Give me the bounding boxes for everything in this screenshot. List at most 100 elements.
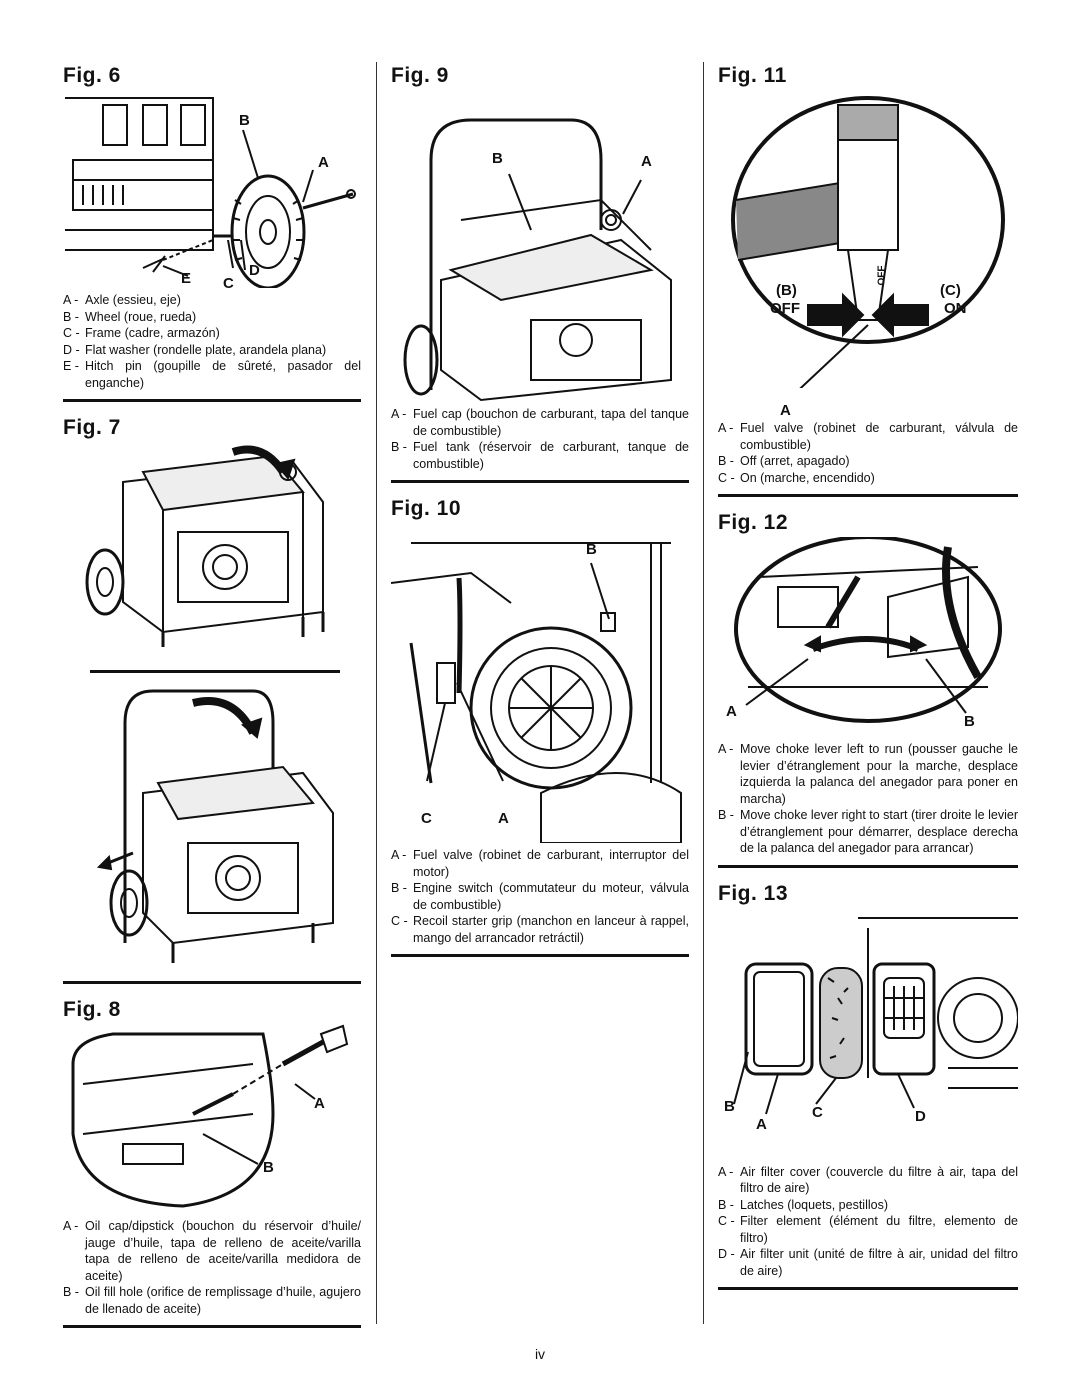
callout-b: B	[586, 541, 597, 558]
callout-a: A	[726, 703, 737, 720]
legend-item: C -Recoil starter grip (manchon en lance…	[391, 914, 689, 945]
oil-fill-drawing	[71, 1024, 349, 1208]
figure-6-illustration: B A E C D	[63, 90, 361, 292]
legend-item: A -Fuel cap (bouchon de carburant, tapa …	[391, 407, 689, 438]
fuel-valve-drawing	[731, 96, 1005, 388]
section-rule	[718, 494, 1018, 497]
legend-item: B -Latches (loquets, pestillos)	[718, 1197, 888, 1212]
figure-8-illustration: A B	[63, 1024, 361, 1214]
legend-item: D -Flat washer (rondelle plate, arandela…	[63, 342, 327, 357]
column-middle: Fig. 9 B A A -	[391, 62, 689, 969]
section-rule	[63, 981, 361, 984]
figure-11-legend: A -Fuel valve (robinet de carburant, vál…	[718, 420, 1018, 486]
section-rule	[63, 399, 361, 402]
wheel-assembly-drawing	[65, 97, 356, 288]
legend-item: D -Air filter unit (unité de filtre à ai…	[718, 1247, 1018, 1278]
figure-10-illustration: B C A	[391, 523, 689, 843]
figure-11: Fig. 11 OFF (B) OFF (C) ON A	[718, 62, 1018, 497]
callout-on: ON	[944, 300, 967, 317]
figure-7-illustration-tilted	[63, 683, 361, 973]
legend-item: B -Engine switch (commutateur du moteur,…	[391, 881, 689, 912]
legend-item: B -Move choke lever right to start (tire…	[718, 808, 1018, 855]
figure-8-title: Fig. 8	[63, 998, 121, 1021]
callout-a: A	[756, 1115, 767, 1133]
legend-item: A -Oil cap/dipstick (bouchon du réservoi…	[63, 1219, 361, 1283]
generator-upright-drawing	[85, 445, 325, 647]
figure-9-title: Fig. 9	[391, 64, 449, 87]
figure-12-title: Fig. 12	[718, 511, 789, 534]
figure-7-title: Fig. 7	[63, 416, 121, 439]
callout-a: A	[314, 1095, 325, 1112]
legend-item: C -Frame (cadre, armazón)	[63, 326, 220, 340]
figure-13-title: Fig. 13	[718, 881, 789, 905]
callout-b: B	[492, 150, 503, 167]
legend-item: C -Filter element (élément du filtre, el…	[718, 1214, 1018, 1245]
legend-item: B -Wheel (roue, rueda)	[63, 309, 197, 324]
callout-a: A	[780, 402, 791, 419]
column-right: Fig. 11 OFF (B) OFF (C) ON A	[718, 62, 1018, 1302]
section-rule	[718, 864, 1018, 868]
column-divider-right	[703, 62, 704, 1324]
callout-c: (C)	[940, 282, 961, 299]
column-divider-left	[376, 62, 377, 1324]
page-number: iv	[534, 1346, 546, 1362]
figure-7-illustration-upright	[63, 442, 361, 652]
figure-9-illustration: B A	[391, 90, 689, 402]
callout-b: B	[263, 1159, 274, 1176]
legend-item: B -Fuel tank (réservoir de carburant, ta…	[391, 440, 689, 471]
callout-a: A	[318, 154, 329, 171]
choke-lever-drawing	[734, 537, 1002, 723]
callout-d: D	[249, 262, 260, 279]
section-rule	[391, 480, 689, 483]
air-filter-drawing	[733, 916, 1018, 1114]
callout-b: B	[964, 713, 975, 730]
legend-item: A -Air filter cover (couvercle du filtre…	[718, 1164, 1018, 1196]
callout-c: C	[421, 810, 432, 827]
figure-8: Fig. 8 A B A -Oil cap/dipstick (bouc	[63, 996, 361, 1328]
figure-6-legend: A -Axle (essieu, eje) B -Wheel (roue, ru…	[63, 292, 361, 391]
figure-10-title: Fig. 10	[391, 497, 462, 520]
column-left: Fig. 6	[63, 62, 361, 1340]
figure-10: Fig. 10	[391, 495, 689, 957]
figure-10-legend: A -Fuel valve (robinet de carburant, int…	[391, 847, 689, 946]
legend-item: A -Move choke lever left to run (pousser…	[718, 742, 1018, 806]
callout-off: OFF	[770, 300, 800, 317]
figure-9: Fig. 9 B A A -	[391, 62, 689, 483]
fuel-tank-drawing	[403, 118, 672, 402]
figure-12-illustration: A B	[718, 537, 1018, 733]
callout-a: A	[641, 153, 652, 170]
figure-7-inner-rule	[90, 670, 340, 673]
callout-b: B	[724, 1097, 735, 1115]
fuel-valve-off-label: OFF	[876, 265, 888, 286]
figure-11-illustration: OFF (B) OFF (C) ON A	[718, 90, 1018, 419]
callout-b: (B)	[776, 282, 797, 299]
legend-item: E -Hitch pin (goupille de sûreté, pasado…	[63, 359, 361, 390]
legend-item: C -On (marche, encendido)	[718, 470, 875, 485]
callout-a: A	[498, 810, 509, 827]
legend-item: A -Fuel valve (robinet de carburant, int…	[391, 848, 689, 879]
callout-b: B	[239, 112, 250, 129]
figure-13-illustration: B A C D	[718, 908, 1018, 1152]
generator-tilting-drawing	[96, 689, 334, 963]
legend-item: B -Oil fill hole (orifice de remplissage…	[63, 1285, 361, 1316]
figure-7: Fig. 7	[63, 414, 361, 984]
figure-13: Fig. 13	[718, 880, 1018, 1290]
legend-item: A -Fuel valve (robinet de carburant, vál…	[718, 421, 1018, 452]
callout-e: E	[181, 270, 192, 287]
callout-c: C	[812, 1103, 823, 1121]
legend-item: B -Off (arret, apagado)	[718, 454, 850, 468]
engine-controls-drawing	[391, 542, 682, 843]
section-rule	[718, 1287, 1018, 1290]
figure-9-legend: A -Fuel cap (bouchon de carburant, tapa …	[391, 406, 689, 472]
figure-12: Fig. 12 A B A	[718, 509, 1018, 868]
figure-8-legend: A -Oil cap/dipstick (bouchon du réservoi…	[63, 1218, 361, 1317]
figure-6: Fig. 6	[63, 62, 361, 402]
figure-11-title: Fig. 11	[718, 64, 787, 87]
legend-item: A -Axle (essieu, eje)	[63, 293, 181, 307]
figure-12-legend: A -Move choke lever left to run (pousser…	[718, 741, 1018, 857]
callout-d: D	[915, 1107, 926, 1125]
callout-c: C	[223, 275, 234, 292]
section-rule	[391, 954, 689, 957]
section-rule	[63, 1325, 361, 1328]
figure-6-title: Fig. 6	[63, 64, 121, 87]
